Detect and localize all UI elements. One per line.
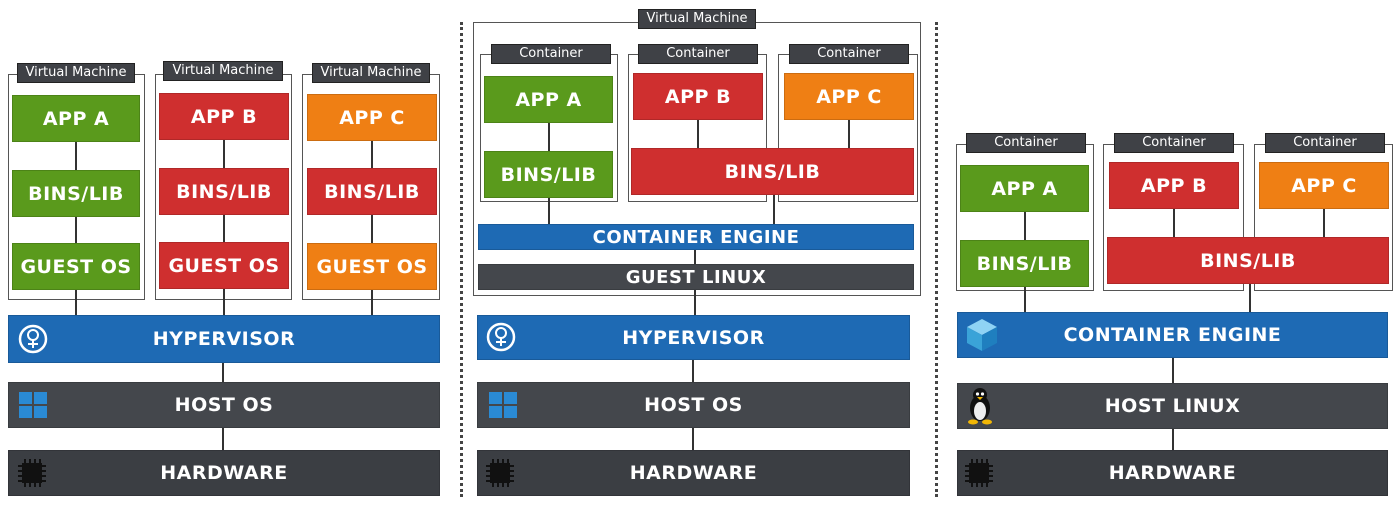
container-label-b: Container bbox=[1114, 133, 1234, 153]
app-b-box: APP B bbox=[633, 73, 763, 120]
connector bbox=[223, 215, 225, 242]
docker-cube-icon bbox=[961, 315, 1003, 355]
app-c-box: APP C bbox=[307, 94, 437, 141]
bins-lib-box: BINS/LIB bbox=[159, 168, 289, 215]
bins-lib-box: BINS/LIB bbox=[12, 170, 140, 217]
container-engine-layer: CONTAINER ENGINE bbox=[957, 312, 1388, 358]
connector bbox=[223, 140, 225, 168]
connector bbox=[697, 120, 699, 148]
app-b-box: APP B bbox=[159, 93, 289, 140]
vm-label-a: Virtual Machine bbox=[17, 63, 135, 83]
connector bbox=[222, 363, 224, 382]
host-os-label: HOST OS bbox=[644, 394, 743, 416]
hardware-layer: HARDWARE bbox=[957, 450, 1388, 496]
connector bbox=[1024, 212, 1026, 240]
separator-left bbox=[460, 22, 463, 497]
hypervisor-label: HYPERVISOR bbox=[622, 326, 765, 349]
connector bbox=[1249, 284, 1251, 312]
connector bbox=[773, 195, 775, 224]
connector bbox=[75, 142, 77, 170]
hardware-label: HARDWARE bbox=[1108, 462, 1237, 484]
app-c-box: APP C bbox=[784, 73, 914, 120]
container-label-c: Container bbox=[789, 44, 909, 64]
hardware-layer: HARDWARE bbox=[477, 450, 910, 496]
container-engine-layer: CONTAINER ENGINE bbox=[478, 224, 914, 250]
host-os-layer: HOST OS bbox=[8, 382, 440, 428]
app-a-box: APP A bbox=[484, 76, 613, 123]
shared-bins-lib-box: BINS/LIB bbox=[631, 148, 914, 195]
windows-icon bbox=[484, 387, 522, 423]
connector bbox=[1323, 209, 1325, 237]
tux-penguin-icon bbox=[961, 385, 999, 427]
app-b-box: APP B bbox=[1109, 162, 1239, 209]
app-c-box: APP C bbox=[1259, 162, 1389, 209]
guest-linux-layer: GUEST LINUX bbox=[478, 264, 914, 290]
app-a-box: APP A bbox=[960, 165, 1089, 212]
connector bbox=[1173, 209, 1175, 237]
connector bbox=[371, 141, 373, 168]
connector bbox=[371, 290, 373, 315]
chip-icon bbox=[959, 454, 999, 492]
container-label-a: Container bbox=[491, 44, 611, 64]
connector bbox=[75, 217, 77, 243]
hardware-layer: HARDWARE bbox=[8, 450, 440, 496]
hypervisor-icon bbox=[14, 321, 52, 357]
chip-icon bbox=[480, 454, 520, 492]
separator-right bbox=[935, 22, 938, 497]
connector bbox=[548, 123, 550, 151]
guest-os-box: GUEST OS bbox=[12, 243, 140, 290]
connector bbox=[548, 198, 550, 224]
host-os-label: HOST OS bbox=[174, 394, 274, 416]
shared-bins-lib-box: BINS/LIB bbox=[1107, 237, 1389, 284]
connector bbox=[223, 289, 225, 315]
connector bbox=[75, 290, 77, 315]
hypervisor-layer: HYPERVISOR bbox=[8, 315, 440, 363]
hardware-label: HARDWARE bbox=[160, 462, 288, 484]
connector bbox=[222, 428, 224, 450]
connector bbox=[692, 360, 694, 382]
host-linux-label: HOST LINUX bbox=[1104, 395, 1241, 417]
connector bbox=[694, 290, 696, 315]
bins-lib-box: BINS/LIB bbox=[960, 240, 1089, 287]
connector bbox=[692, 428, 694, 450]
host-os-layer: HOST OS bbox=[477, 382, 910, 428]
vm-label: Virtual Machine bbox=[638, 9, 756, 29]
guest-os-box: GUEST OS bbox=[159, 242, 289, 289]
hypervisor-layer: HYPERVISOR bbox=[477, 315, 910, 360]
container-label-a: Container bbox=[966, 133, 1086, 153]
connector bbox=[694, 250, 696, 264]
hypervisor-icon bbox=[482, 319, 520, 355]
host-linux-layer: HOST LINUX bbox=[957, 383, 1388, 429]
connector bbox=[1024, 287, 1026, 312]
vm-label-b: Virtual Machine bbox=[163, 61, 283, 81]
container-label-c: Container bbox=[1265, 133, 1385, 153]
connector bbox=[1172, 358, 1174, 383]
vm-label-c: Virtual Machine bbox=[312, 63, 430, 83]
hardware-label: HARDWARE bbox=[629, 462, 758, 484]
connector bbox=[371, 215, 373, 243]
windows-icon bbox=[14, 387, 52, 423]
chip-icon bbox=[12, 454, 52, 492]
connector bbox=[848, 120, 850, 148]
container-engine-label: CONTAINER ENGINE bbox=[1063, 324, 1282, 346]
hypervisor-label: HYPERVISOR bbox=[152, 328, 296, 350]
connector bbox=[1172, 429, 1174, 450]
bins-lib-box: BINS/LIB bbox=[484, 151, 613, 198]
guest-os-box: GUEST OS bbox=[307, 243, 437, 290]
container-label-b: Container bbox=[638, 44, 758, 64]
bins-lib-box: BINS/LIB bbox=[307, 168, 437, 215]
app-a-box: APP A bbox=[12, 95, 140, 142]
